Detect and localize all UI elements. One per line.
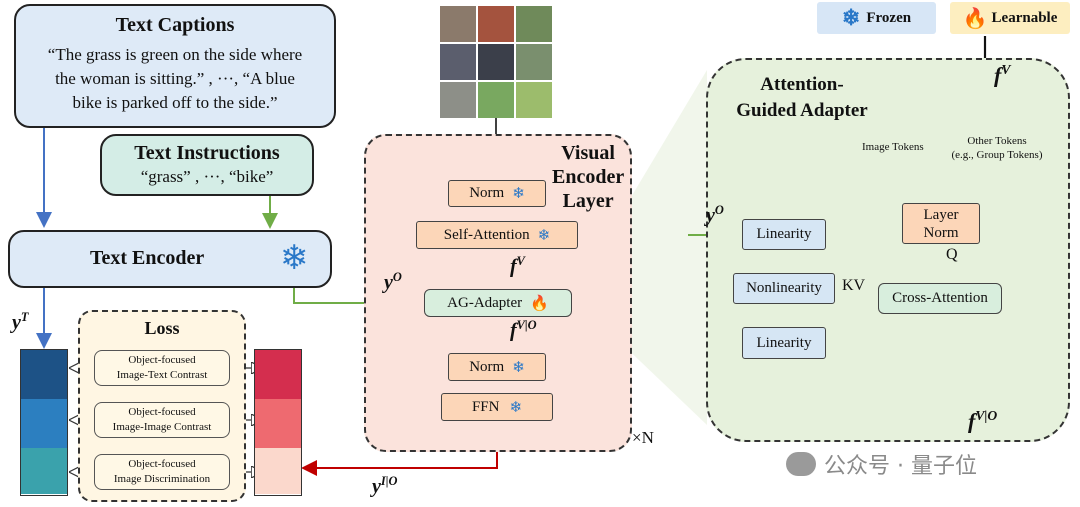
norm-2-box: Norm❄ [448,353,546,381]
snowflake-icon: ❄ [512,186,525,202]
repeat-n-label: ×N [632,428,654,447]
text-captions-box: Text Captions “The grass is green on the… [14,4,336,128]
text-captions-line1: “The grass is green on the side where [47,45,303,64]
text-embedding-stack [20,349,68,496]
watermark: 公众号 · 量子位 [786,448,977,480]
yT-symbol: yT [12,310,29,334]
yO-symbol-1: yO [384,270,402,294]
snowflake-icon: ❄ [512,359,525,376]
zoom-projection [572,70,707,425]
image-embedding-stack [254,349,302,496]
text-embedding-1 [21,350,67,399]
linearity-2-box: Linearity [742,327,826,359]
norm-1-box: Norm❄ [448,180,546,207]
image-tokens-label: Image Tokens [862,141,924,153]
fV-symbol-1: fV [510,254,525,278]
linearity-1-box: Linearity [742,219,826,250]
snowflake-icon: ❄ [280,240,309,277]
legend-frozen: ❄ Frozen [817,2,936,34]
legend-learnable-label: Learnable [991,9,1058,26]
yIO-to-loss-arrow [301,444,498,476]
ffn-box: FFN❄ [441,393,553,421]
image-embedding-3 [255,448,301,494]
loss-title: Loss [144,318,180,338]
self-attention-box: Self-Attention❄ [416,221,578,249]
fVO-symbol-2: fV|O [968,408,998,434]
nonlinearity-box: Nonlinearity [733,273,835,304]
yO-symbol-2: yO [706,203,724,227]
snowflake-icon: ❄ [841,5,861,30]
image-embedding-2 [255,399,301,448]
text-captions-title: Text Captions [115,14,235,36]
text-captions-line2: the woman is sitting.” , ···, “A blue [55,69,295,88]
flame-icon: 🔥 [530,295,549,312]
snowflake-icon: ❄ [509,399,523,416]
yIO-symbol: yI|O [372,474,398,498]
text-captions-line3: bike is parked off to the side.” [72,93,278,112]
text-encoder-box: Text Encoder ❄ [8,230,332,288]
text-instructions-box: Text Instructions “grass” , ···, “bike” [100,134,314,196]
kv-label: KV [842,277,866,294]
text-embedding-3 [21,448,67,494]
text-embedding-2 [21,399,67,448]
fV-symbol-2: fV [994,62,1011,88]
fVO-symbol-1: fV|O [510,318,537,342]
wechat-icon [786,452,816,476]
attention-guided-adapter-box [706,58,1070,442]
q-label: Q [946,246,958,263]
ag-adapter-box: AG-Adapter🔥 [424,289,572,317]
input-image-grid [440,6,552,118]
legend-frozen-label: Frozen [866,9,912,26]
image-embedding-1 [255,350,301,399]
adapter-title: Attention- Guided Adapter [736,74,868,121]
flame-icon: 🔥 [962,7,988,30]
legend-learnable: 🔥 Learnable [950,2,1070,34]
cross-attention-box: Cross-Attention [878,283,1002,314]
snowflake-icon: ❄ [537,227,551,244]
text-instructions-body: “grass” , ···, “bike” [140,167,274,186]
text-encoder-label: Text Encoder [90,247,205,269]
text-instructions-title: Text Instructions [134,142,280,164]
other-tokens-label: Other Tokens (e.g., Group Tokens) [951,135,1043,161]
visual-encoder-layer-title: Visual Encoder Layer [552,142,625,212]
